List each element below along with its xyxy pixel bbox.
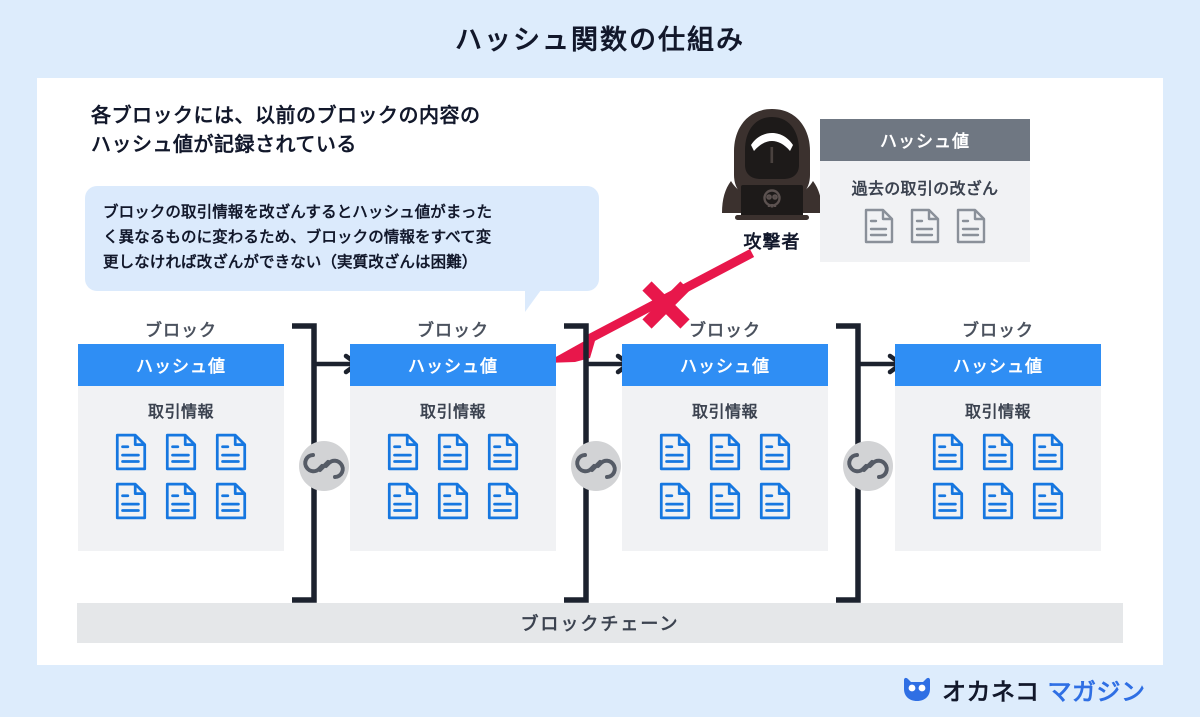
hash-panel-body: 過去の取引の改ざん (820, 161, 1030, 262)
document-icon (1032, 482, 1064, 520)
block-hash-header: ハッシュ値 (895, 344, 1101, 386)
document-icon (437, 433, 469, 471)
document-icon (759, 433, 791, 471)
document-icon (864, 208, 894, 244)
document-row (622, 433, 828, 471)
logo-text-primary: オカネコ (942, 679, 1040, 706)
block-2: ブロック ハッシュ値 取引情報 (350, 321, 556, 551)
connector-2 (556, 322, 636, 604)
page-title: ハッシュ関数の仕組み (455, 25, 745, 55)
block-label: ブロック (145, 321, 217, 340)
document-icon (215, 482, 247, 520)
document-row (895, 433, 1101, 471)
blockchain-bar-label: ブロックチェーン (520, 614, 680, 634)
block-label: ブロック (417, 321, 489, 340)
document-icon (437, 482, 469, 520)
block-body: 取引情報 (350, 386, 556, 551)
document-row (350, 482, 556, 520)
block-body-title: 取引情報 (147, 404, 214, 421)
document-icon (115, 433, 147, 471)
block-hash-header: ハッシュ値 (350, 344, 556, 386)
block-body-title: 取引情報 (691, 404, 758, 421)
logo-text-secondary: マガジン (1047, 679, 1146, 706)
block-body-title: 取引情報 (964, 404, 1031, 421)
diagram-card: 各ブロックには、以前のブロックの内容の ハッシュ値が記録されている ブロックの取… (37, 78, 1163, 665)
document-icon (387, 482, 419, 520)
chain-link-icon (847, 453, 889, 479)
document-icon (659, 482, 691, 520)
block-label: ブロック (689, 321, 761, 340)
document-icon (709, 482, 741, 520)
block-body: 取引情報 (78, 386, 284, 551)
hash-panel: ハッシュ値 過去の取引の改ざん (820, 119, 1030, 262)
document-icon (487, 482, 519, 520)
hash-panel-header: ハッシュ値 (820, 119, 1030, 161)
block-body-title: 取引情報 (419, 404, 486, 421)
chain-link-icon (303, 453, 345, 479)
document-row (78, 482, 284, 520)
block-label: ブロック (962, 321, 1034, 340)
document-icon (215, 433, 247, 471)
block-4: ブロック ハッシュ値 取引情報 (895, 321, 1101, 551)
cat-face-icon (904, 677, 930, 701)
attacker-figure: 攻撃者 (697, 103, 847, 254)
block-1: ブロック ハッシュ値 取引情報 (78, 321, 284, 551)
attacker-label: 攻撃者 (743, 232, 801, 252)
block-body: 取引情報 (895, 386, 1101, 551)
document-icon (932, 433, 964, 471)
blockchain-bar: ブロックチェーン (77, 603, 1123, 643)
document-icon (982, 482, 1014, 520)
document-row (78, 433, 284, 471)
document-icon (956, 208, 986, 244)
document-icon (487, 433, 519, 471)
document-icon (659, 433, 691, 471)
document-row (350, 433, 556, 471)
callout-text: ブロックの取引情報を改ざんするとハッシュ値がまった く異なるものに変わるため、ブ… (103, 204, 493, 272)
document-icon (932, 482, 964, 520)
block-hash-header: ハッシュ値 (78, 344, 284, 386)
document-icon (709, 433, 741, 471)
document-icon (165, 433, 197, 471)
block-3: ブロック ハッシュ値 取引情報 (622, 321, 828, 551)
document-icon (387, 433, 419, 471)
callout-tail (525, 290, 553, 313)
callout-bubble: ブロックの取引情報を改ざんするとハッシュ値がまった く異なるものに変わるため、ブ… (85, 186, 599, 313)
chain-link-icon (575, 453, 617, 479)
document-icon (1032, 433, 1064, 471)
document-row (622, 482, 828, 520)
gray-document-row (820, 208, 1030, 244)
connector-3 (828, 322, 908, 604)
headline-text: 各ブロックには、以前のブロックの内容の ハッシュ値が記録されている (91, 105, 481, 156)
document-row (895, 482, 1101, 520)
block-hash-header: ハッシュ値 (622, 344, 828, 386)
blockchain-diagram: ブロック ハッシュ値 取引情報 (37, 78, 1163, 665)
document-icon (165, 482, 197, 520)
hash-panel-subtitle: 過去の取引の改ざん (851, 181, 999, 198)
hooded-hacker-with-laptop-icon (722, 109, 822, 220)
block-body: 取引情報 (622, 386, 828, 551)
document-icon (982, 433, 1014, 471)
document-icon (115, 482, 147, 520)
footer-logo: オカネコ マガジン (900, 672, 1146, 707)
document-icon (759, 482, 791, 520)
document-icon (910, 208, 940, 244)
